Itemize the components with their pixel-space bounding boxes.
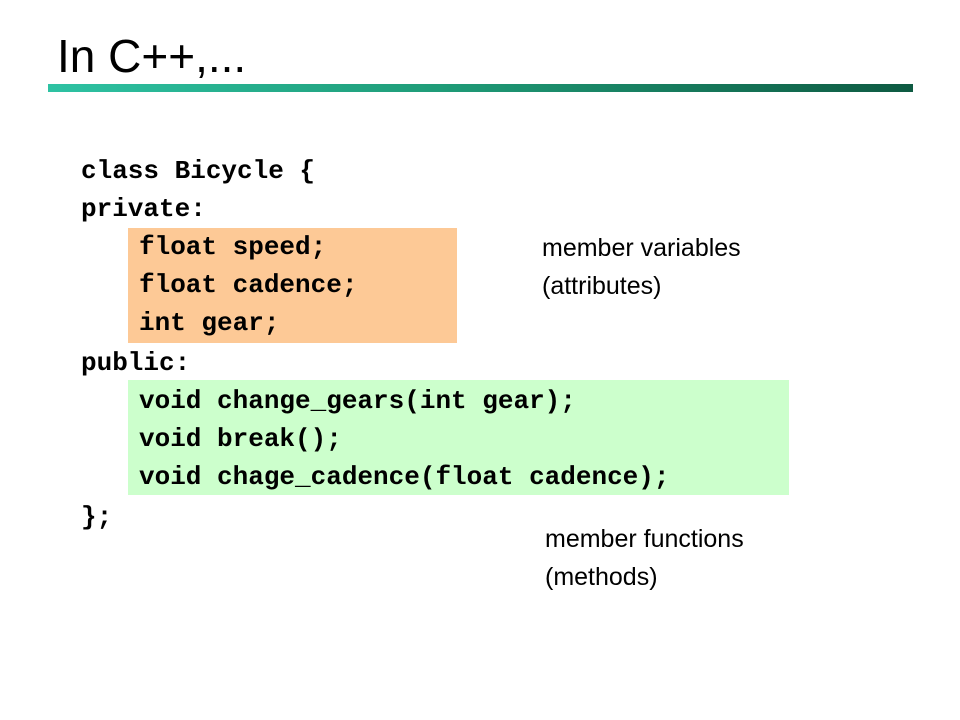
slide-title: In C++,... (57, 30, 247, 82)
member-function-chage-cadence: void chage_cadence(float cadence); (139, 462, 670, 492)
member-variables-note: member variables (542, 234, 741, 262)
class-closing-brace: }; (81, 502, 113, 532)
attributes-note: (attributes) (542, 272, 662, 300)
member-variable-cadence: float cadence; (139, 270, 358, 300)
public-access-label: public: (81, 348, 191, 378)
member-variables-highlight: float speed; float cadence; int gear; (128, 228, 457, 343)
member-function-change-gears: void change_gears(int gear); (139, 386, 576, 416)
member-functions-note: member functions (545, 525, 744, 553)
title-underline (48, 84, 913, 92)
member-variable-speed: float speed; (139, 232, 327, 262)
methods-note: (methods) (545, 563, 658, 591)
private-access-label: private: (81, 194, 206, 224)
member-function-break: void break(); (139, 424, 342, 454)
class-declaration-line: class Bicycle { (81, 156, 316, 186)
member-variable-gear: int gear; (139, 308, 280, 338)
member-functions-highlight: void change_gears(int gear); void break(… (128, 380, 789, 495)
